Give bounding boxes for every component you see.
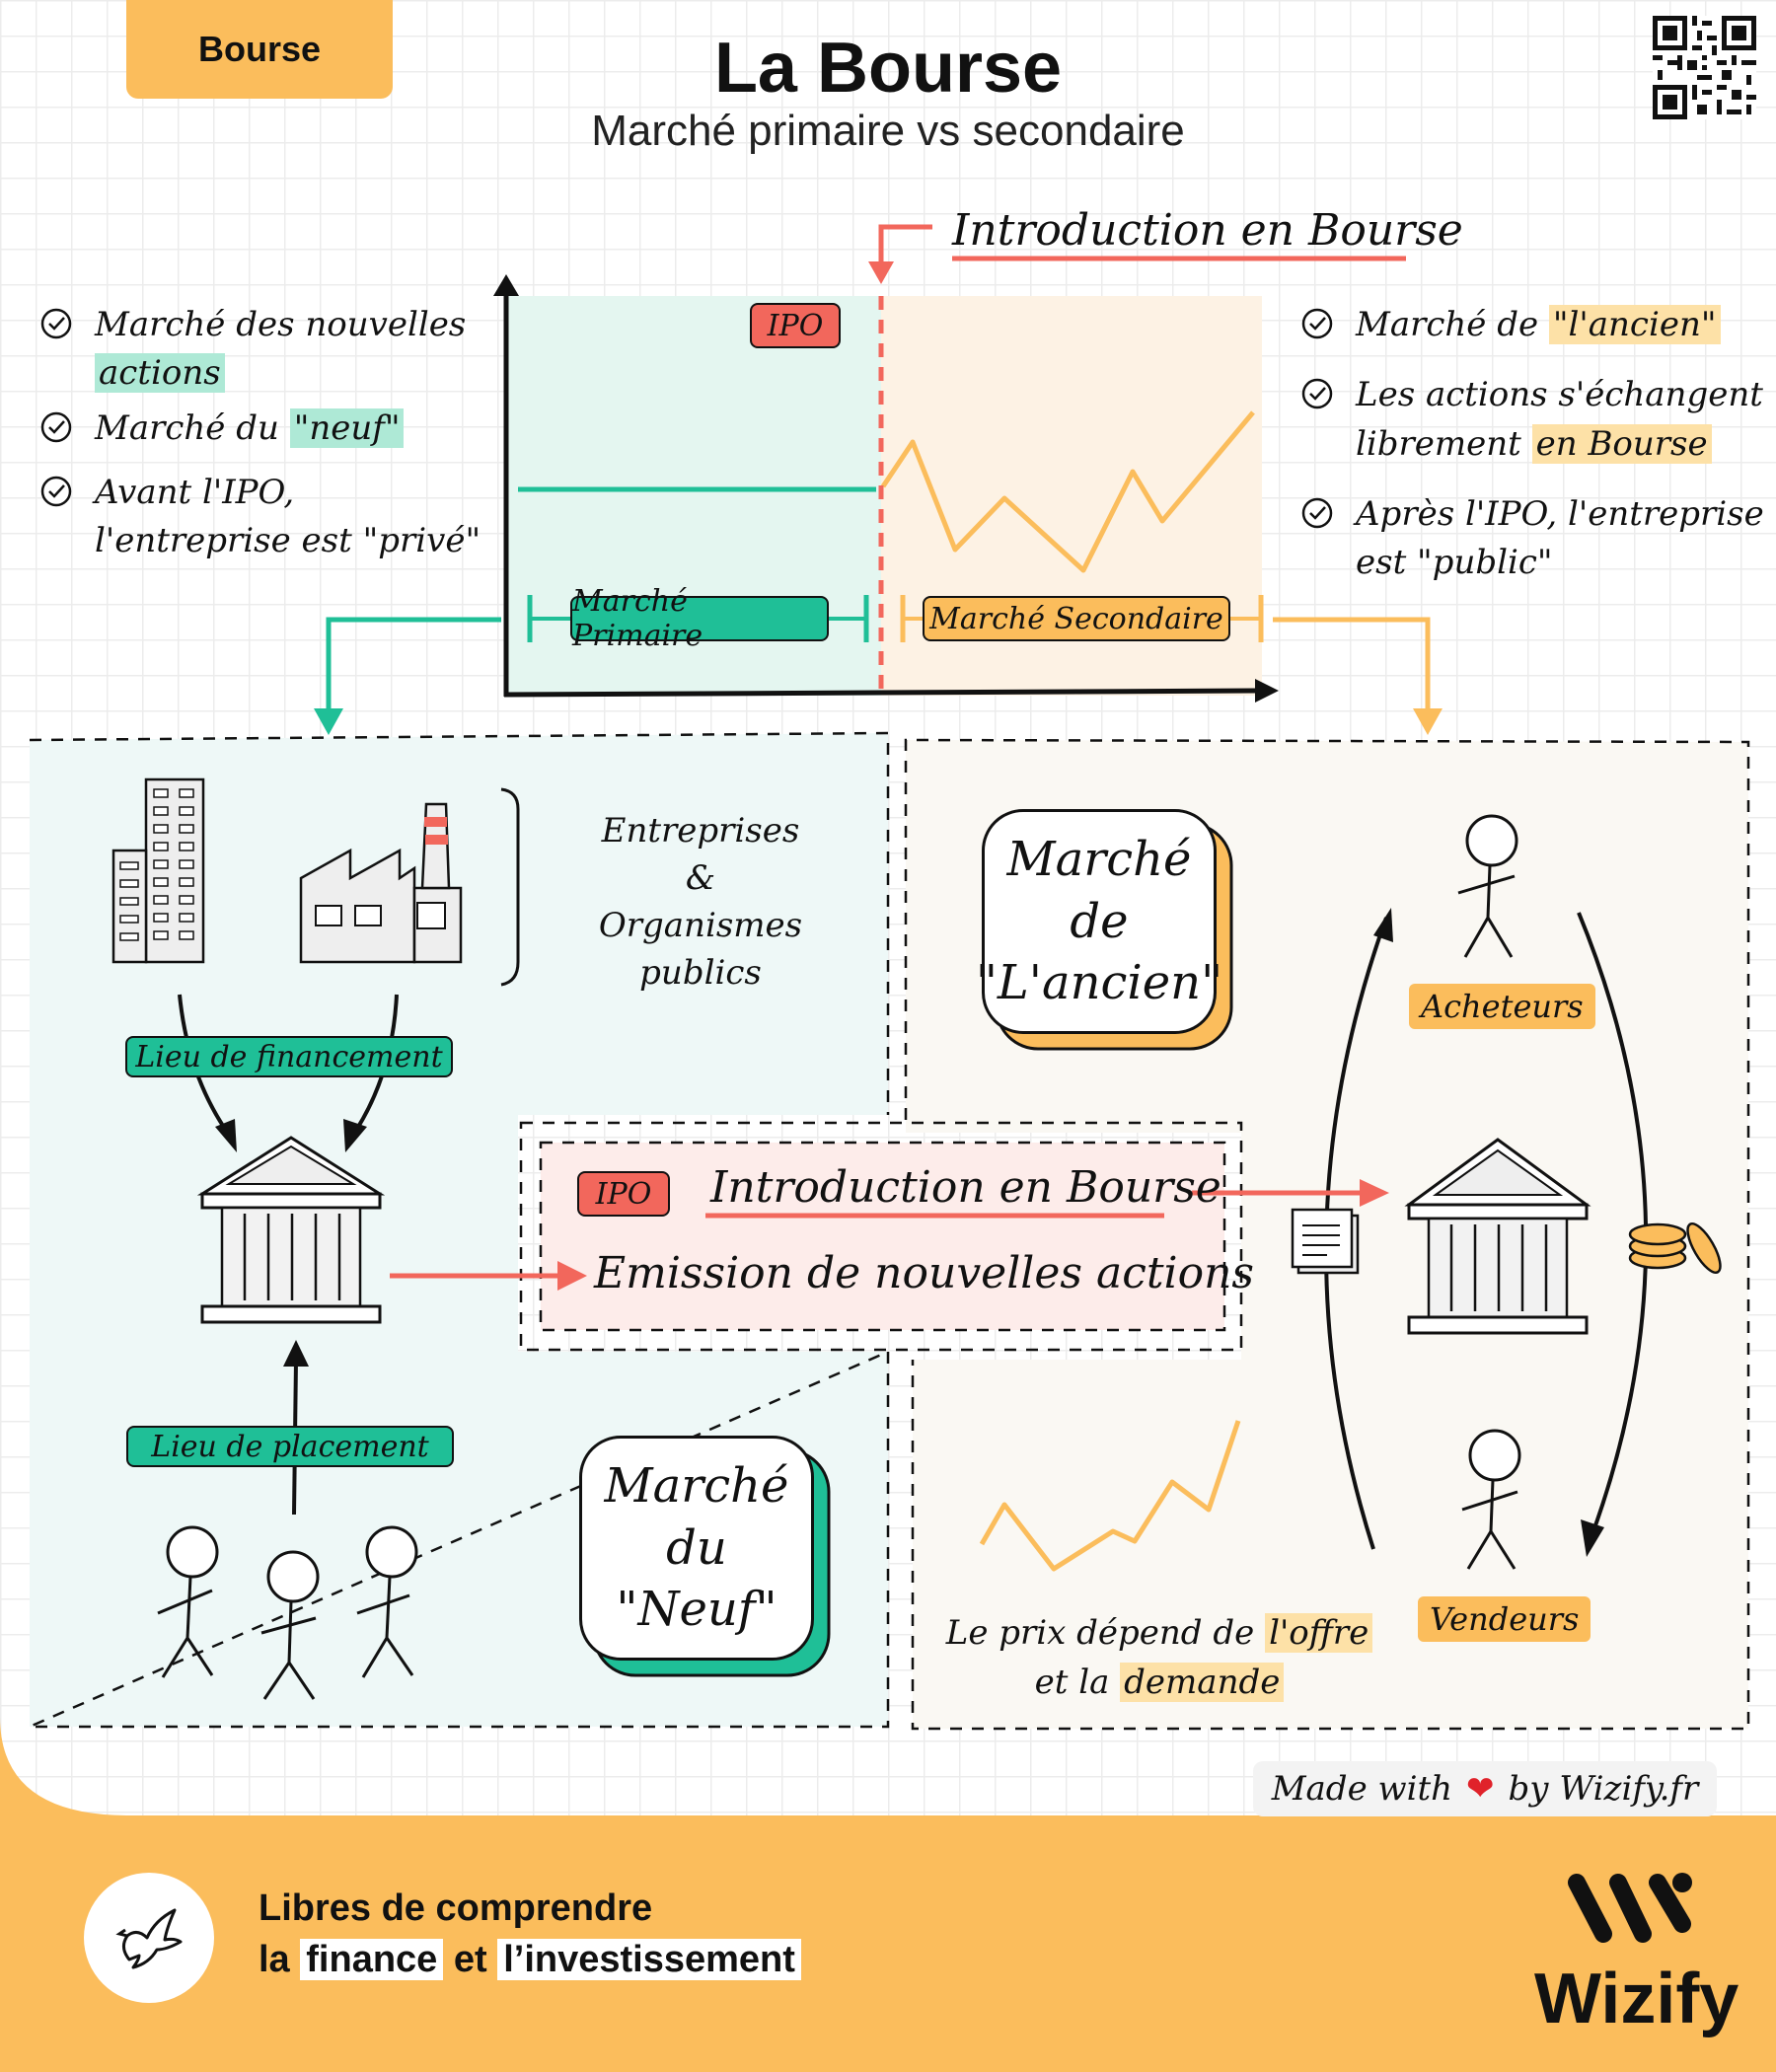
- price-volatility-line: [979, 1420, 1241, 1572]
- investor-figure: [260, 1550, 320, 1700]
- investor-figure: [157, 1525, 219, 1678]
- page-title: La Bourse: [713, 29, 1063, 108]
- heart-icon: ❤: [1466, 1769, 1495, 1809]
- emission-arrowhead: [557, 1261, 587, 1291]
- brand-name: Wizify: [1534, 1960, 1739, 2038]
- check-icon: [1301, 379, 1333, 409]
- entities-label: Entreprises & Organismes publics: [598, 811, 803, 993]
- sellers-label: Vendeurs: [1418, 1596, 1591, 1642]
- factory-icon: [299, 802, 463, 964]
- sell-flow-arrowhead: [1581, 1519, 1604, 1557]
- primary-market-label: Marché Primaire: [570, 584, 829, 653]
- coins-icon: [1628, 1221, 1722, 1275]
- secondary-market-label: Marché Secondaire: [923, 596, 1230, 641]
- ipo-box-title: Introduction en Bourse: [710, 1162, 1221, 1213]
- primary-connector: [326, 617, 501, 718]
- secondary-price-line: [880, 410, 1255, 573]
- dove-icon: [115, 1908, 183, 1969]
- check-icon: [40, 411, 72, 442]
- stock-exchange-icon: [196, 1136, 386, 1324]
- ipo-callout: Introduction en Bourse: [952, 205, 1463, 256]
- x-axis: [503, 688, 1264, 698]
- callout-arrow: [878, 224, 932, 271]
- check-icon: [40, 308, 72, 339]
- footer-wave: [0, 1717, 1776, 2072]
- share-certificate-icon: [1291, 1208, 1360, 1275]
- primary-point: Avant l'IPO, l'entreprise est "privé": [39, 469, 493, 566]
- wizify-logo-icon: [1568, 1873, 1692, 1943]
- buyer-figure: [1457, 814, 1518, 958]
- secondary-panel-border: [904, 738, 1750, 1731]
- entities-brace: [500, 787, 520, 987]
- secondary-points: Marché de "l'ancien" Les actions s'échan…: [1300, 301, 1764, 587]
- dove-logo: [84, 1873, 214, 2003]
- secondary-connector-head: [1413, 708, 1443, 735]
- financing-label: Lieu de financement: [125, 1036, 453, 1077]
- y-axis-arrow: [493, 274, 519, 296]
- stock-exchange-icon: [1404, 1138, 1591, 1335]
- ipo-box-text: Emission de nouvelles actions: [594, 1248, 1255, 1298]
- ipo-box-tag: IPO: [577, 1171, 670, 1217]
- made-with-badge: Made with ❤ by Wizify.fr: [1253, 1761, 1717, 1816]
- financing-arrowhead: [343, 1119, 367, 1152]
- category-tag: Bourse: [126, 0, 393, 99]
- ipo-timeline-chart: [314, 224, 1443, 735]
- primary-connector-head: [314, 708, 343, 735]
- qr-code-icon: [1653, 16, 1756, 119]
- secondary-connector: [1273, 617, 1431, 718]
- office-building-icon: [111, 777, 205, 964]
- callout-arrowhead: [868, 261, 894, 284]
- secondary-point: Les actions s'échangent librement en Bou…: [1300, 371, 1764, 469]
- ipo-tag: IPO: [750, 303, 841, 348]
- primary-point: Marché du "neuf": [39, 405, 493, 453]
- check-icon: [40, 476, 72, 507]
- seller-figure: [1461, 1429, 1521, 1570]
- secondary-point: Après l'IPO, l'entreprise est "public": [1300, 490, 1764, 588]
- price-note: Le prix dépend de l'offre et la demande: [923, 1608, 1396, 1707]
- buyers-label: Acheteurs: [1409, 984, 1595, 1029]
- page-subtitle: Marché primaire vs secondaire: [591, 107, 1185, 155]
- investor-figure: [356, 1525, 418, 1678]
- primary-point: Marché des nouvelles actions: [39, 301, 493, 399]
- buy-flow-arrowhead: [1373, 908, 1393, 942]
- check-icon: [1301, 497, 1333, 529]
- secondary-point: Marché de "l'ancien": [1300, 301, 1764, 349]
- financing-arrowhead: [215, 1119, 237, 1152]
- placement-label: Lieu de placement: [126, 1426, 454, 1467]
- check-icon: [1301, 308, 1333, 339]
- x-axis-arrow: [1255, 679, 1279, 703]
- slogan: Libres de comprendre la finance et l’inv…: [259, 1883, 801, 1985]
- ipo-box-outer: [519, 1121, 1243, 1352]
- placement-arrowhead: [283, 1340, 309, 1367]
- primary-points: Marché des nouvelles actions Marché du "…: [39, 301, 493, 565]
- primary-panel-border: [29, 731, 890, 1729]
- ipo-to-exchange-arrowhead: [1360, 1179, 1389, 1207]
